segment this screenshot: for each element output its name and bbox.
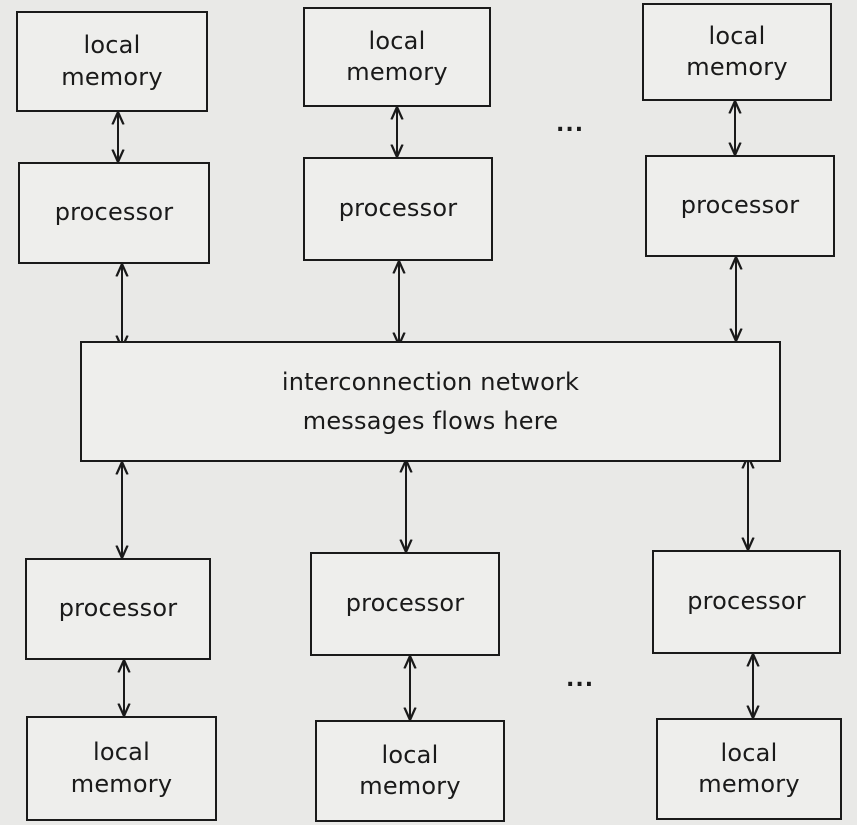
memory-label-line2: memory: [346, 58, 448, 86]
memory-label-line1: local: [93, 738, 150, 767]
memory-label-line1: local: [381, 740, 439, 769]
memory-label-line1: local: [708, 21, 766, 50]
processor-label: processor: [687, 587, 806, 616]
top-ellipsis: ...: [556, 112, 585, 137]
top-processor-3: processor: [645, 155, 835, 257]
memory-label-line2: memory: [698, 770, 800, 798]
bottom-local-memory-3: local memory: [656, 718, 842, 820]
memory-label-line1: local: [83, 31, 141, 60]
bottom-local-memory-2: local memory: [315, 720, 505, 822]
bottom-processor-1: processor: [25, 558, 211, 660]
memory-label-line2: memory: [70, 769, 173, 798]
processor-label: processor: [680, 191, 800, 220]
network-subtitle: messages flows here: [302, 406, 559, 435]
memory-label-line2: memory: [61, 62, 163, 91]
processor-label: processor: [58, 594, 178, 623]
processor-label: processor: [345, 589, 465, 618]
memory-label-line1: local: [368, 26, 426, 55]
memory-label-line1: local: [720, 738, 778, 767]
interconnection-network: interconnection network messages flows h…: [80, 341, 781, 462]
top-local-memory-2: local memory: [303, 7, 491, 107]
top-local-memory-3: local memory: [642, 3, 832, 101]
top-processor-2: processor: [303, 157, 493, 261]
bottom-local-memory-1: local memory: [26, 716, 217, 821]
top-local-memory-1: local memory: [16, 11, 208, 112]
bottom-processor-2: processor: [310, 552, 500, 656]
bottom-processor-3: processor: [652, 550, 841, 654]
processor-label: processor: [54, 198, 174, 227]
top-processor-1: processor: [18, 162, 210, 264]
bottom-ellipsis: ...: [566, 667, 595, 692]
memory-label-line2: memory: [359, 772, 461, 800]
network-title: interconnection network: [281, 368, 580, 397]
processor-label: processor: [338, 194, 458, 223]
memory-label-line2: memory: [686, 53, 788, 81]
